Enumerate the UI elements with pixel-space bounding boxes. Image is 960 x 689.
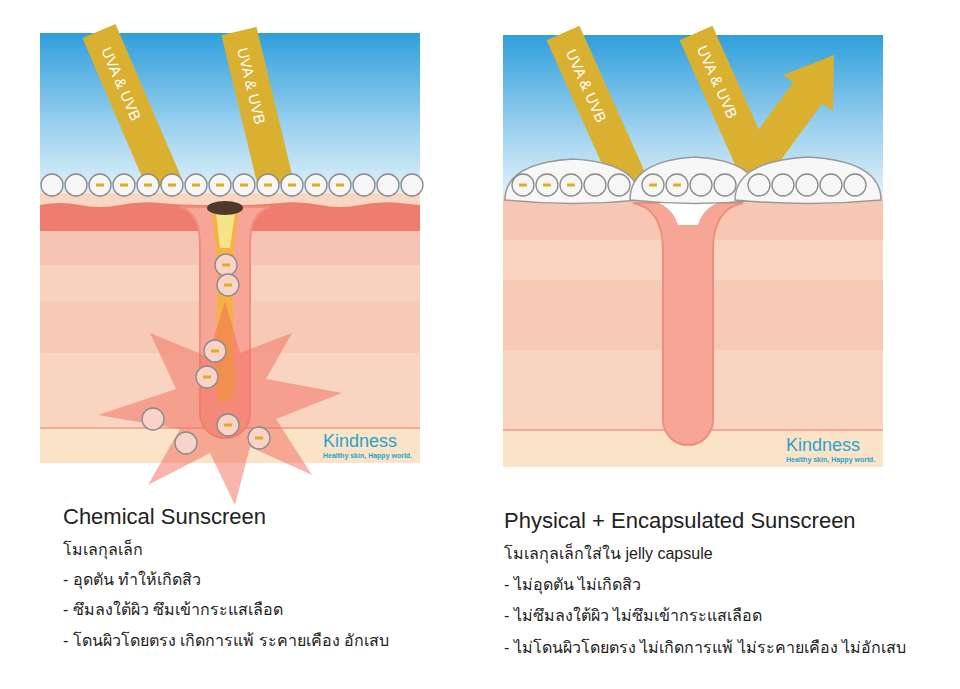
chemical-panel bbox=[240, 184, 248, 187]
chemical-panel bbox=[224, 284, 232, 287]
absorbed-molecule bbox=[142, 254, 270, 454]
chemical-panel bbox=[144, 184, 152, 187]
chemical-panel bbox=[401, 174, 423, 196]
chemical-panel bbox=[175, 432, 197, 454]
sunscreen-molecule bbox=[512, 174, 866, 196]
chemical-panel bbox=[216, 213, 235, 248]
encapsulated-panel bbox=[820, 174, 842, 196]
encapsulated-panel bbox=[772, 174, 794, 196]
chemical-panel bbox=[142, 408, 164, 430]
chemical-panel bbox=[89, 174, 111, 196]
encapsulated-panel bbox=[503, 195, 883, 467]
chemical-panel bbox=[137, 174, 159, 196]
chemical-panel bbox=[211, 350, 219, 353]
inflammation-burst bbox=[98, 301, 342, 505]
chemical-panel bbox=[209, 174, 231, 196]
encapsulated-panel bbox=[560, 174, 582, 196]
chemical-panel bbox=[120, 184, 128, 187]
encapsulated-panel bbox=[735, 157, 881, 204]
chemical-panel bbox=[222, 264, 230, 267]
chemical-panel bbox=[255, 437, 263, 440]
chemical-panel bbox=[203, 376, 211, 379]
chemical-panel bbox=[185, 174, 207, 196]
encapsulated-panel bbox=[503, 33, 883, 467]
encapsulated-panel bbox=[666, 174, 688, 196]
caption-line: โมเลกุลเล็ก bbox=[63, 540, 143, 559]
encapsulated-panel bbox=[783, 55, 834, 111]
chemical-panel bbox=[329, 174, 351, 196]
chemical-panel bbox=[41, 174, 63, 196]
chemical-panel bbox=[113, 174, 135, 196]
encapsulated-panel bbox=[673, 184, 681, 187]
encapsulated-panel bbox=[748, 174, 770, 196]
caption-line: - ไม่อุดตัน ไม่เกิดสิว bbox=[504, 575, 641, 594]
encapsulated-panel bbox=[567, 184, 575, 187]
chemical-panel bbox=[264, 184, 272, 187]
caption-line: - ไม่โดนผิวโดยตรง ไม่เกิดการแพ้ ไม่ระคาย… bbox=[504, 638, 906, 657]
chemical-panel bbox=[281, 174, 303, 196]
logo-text: Kindness bbox=[786, 435, 860, 457]
encapsulated-panel bbox=[796, 174, 818, 196]
chemical-panel bbox=[215, 254, 237, 276]
chemical-panel bbox=[248, 427, 270, 449]
chemical-panel bbox=[257, 174, 279, 196]
chemical-panel bbox=[192, 184, 200, 187]
chemical-panel bbox=[168, 184, 176, 187]
encapsulated-panel bbox=[649, 184, 657, 187]
logo-text: Kindness bbox=[323, 431, 397, 453]
encapsulated-panel bbox=[519, 184, 527, 187]
sunscreen-molecule bbox=[41, 174, 423, 196]
encapsulated-panel bbox=[844, 174, 866, 196]
chemical-panel bbox=[216, 184, 224, 187]
chemical-panel bbox=[96, 184, 104, 187]
chemical-panel bbox=[233, 174, 255, 196]
chemical-panel bbox=[207, 201, 243, 215]
chemical-panel bbox=[217, 414, 239, 436]
chemical-panel bbox=[312, 184, 320, 187]
encapsulated-panel bbox=[653, 201, 723, 225]
chemical-panel bbox=[336, 184, 344, 187]
caption-line: - ซึมลงใต้ผิว ซึมเข้ากระแสเลือด bbox=[63, 600, 283, 619]
caption-line: - โดนผิวโดยตรง เกิดการแพ้ ระคายเคือง อัก… bbox=[63, 631, 389, 650]
encapsulated-panel bbox=[512, 174, 534, 196]
chemical-panel bbox=[65, 174, 87, 196]
caption-heading: Physical + Encapsulated Sunscreen bbox=[504, 508, 856, 534]
skin-section bbox=[503, 35, 883, 467]
encapsulated-panel bbox=[543, 184, 551, 187]
logo-tagline: Healthy skin, Happy world. bbox=[323, 452, 412, 460]
caption-line: - ไม่ซึมลงใต้ผิว ไม่ซึมเข้ากระแสเลือด bbox=[504, 606, 762, 625]
chemical-panel bbox=[305, 174, 327, 196]
caption-line: - อุดตัน ทำให้เกิดสิว bbox=[63, 570, 201, 589]
encapsulated-panel bbox=[584, 174, 606, 196]
caption-heading: Chemical Sunscreen bbox=[63, 504, 266, 530]
encapsulated-panel bbox=[642, 174, 664, 196]
encapsulated-panel bbox=[536, 174, 558, 196]
caption-line: โมเลกุลเล็กใส่ใน jelly capsule bbox=[504, 544, 713, 563]
chemical-panel bbox=[40, 31, 423, 505]
encapsulated-panel bbox=[633, 203, 743, 445]
chemical-panel bbox=[224, 424, 232, 427]
chemical-panel bbox=[377, 174, 399, 196]
chemical-panel bbox=[161, 174, 183, 196]
encapsulated-panel bbox=[690, 174, 712, 196]
logo-tagline: Healthy skin, Happy world. bbox=[786, 456, 875, 464]
encapsulated-panel bbox=[714, 174, 736, 196]
chemical-panel bbox=[288, 184, 296, 187]
encapsulated-panel bbox=[608, 174, 630, 196]
chemical-panel bbox=[217, 274, 239, 296]
encapsulated-panel bbox=[505, 159, 640, 204]
chemical-panel bbox=[204, 340, 226, 362]
chemical-panel bbox=[196, 366, 218, 388]
jelly-capsule bbox=[505, 157, 881, 204]
chemical-panel bbox=[353, 174, 375, 196]
